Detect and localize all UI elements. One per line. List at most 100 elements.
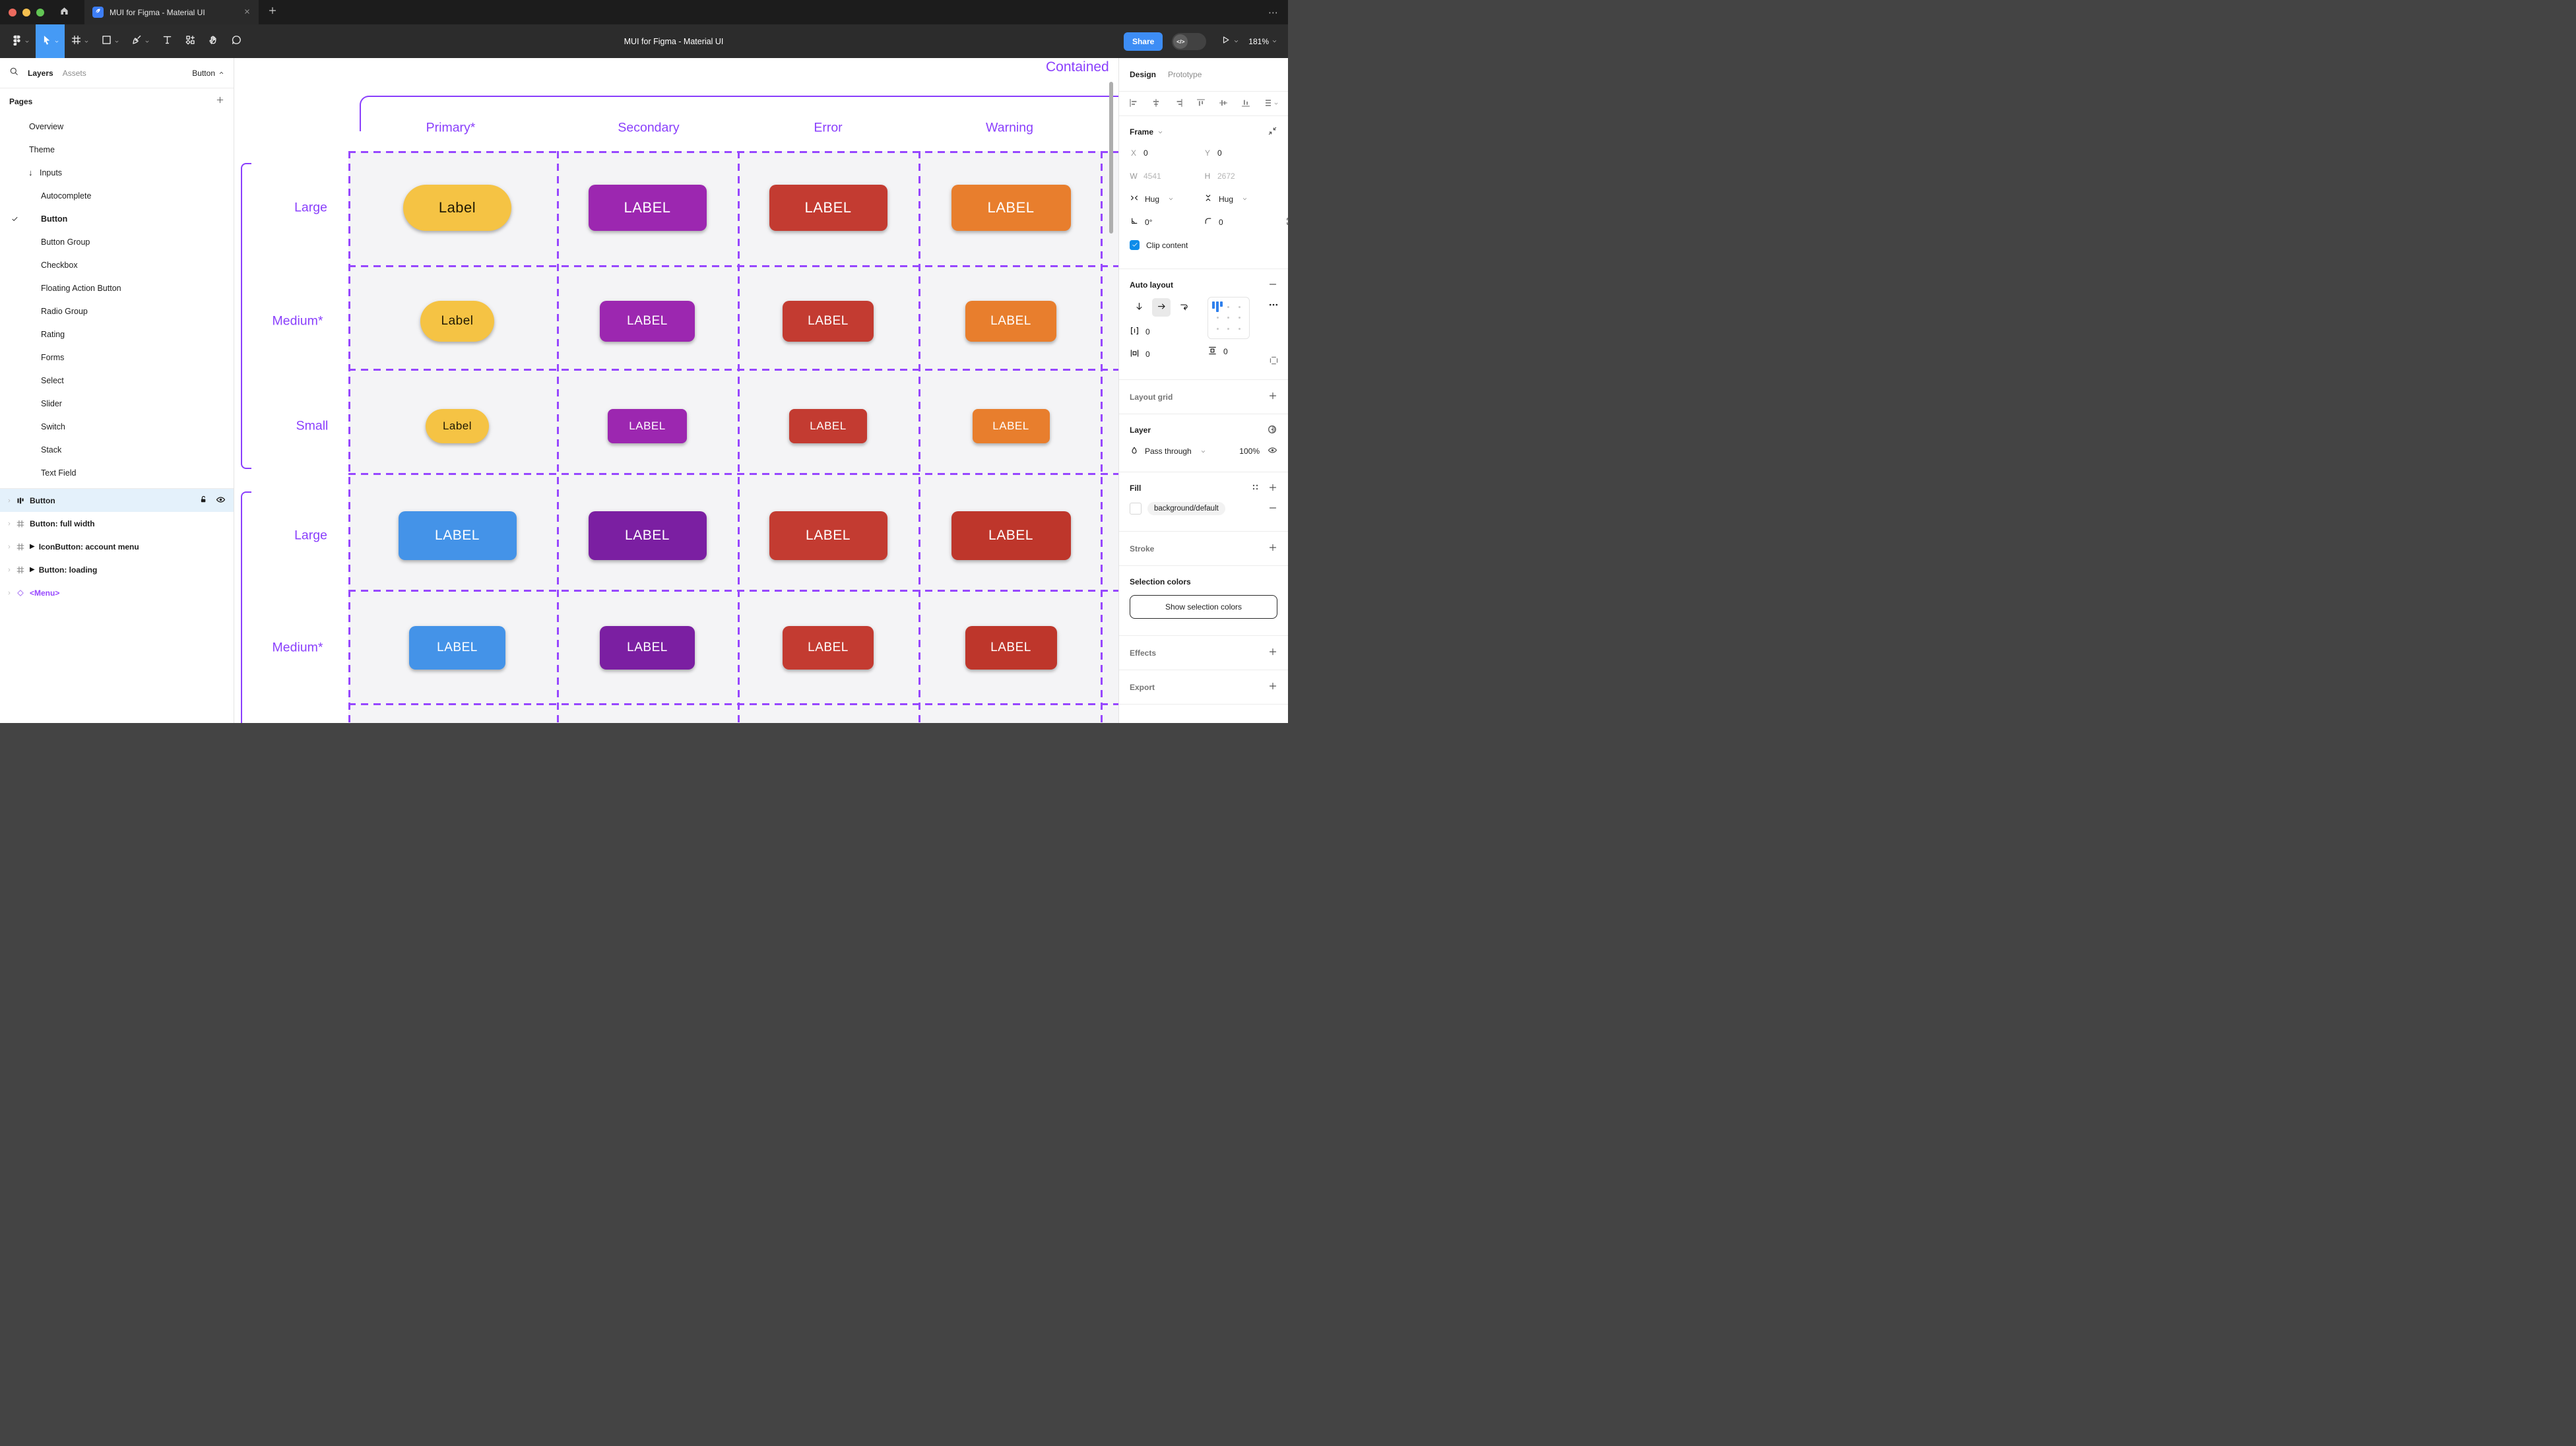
page-item-theme[interactable]: Theme [0,138,234,161]
x-position-field[interactable]: X 0 [1130,148,1148,158]
document-title[interactable]: MUI for Figma - Material UI [624,36,724,46]
dev-mode-toggle[interactable]: </> [1172,32,1207,50]
column-header-warning[interactable]: Warning [986,120,1033,135]
page-selector[interactable]: Button [192,69,224,78]
zoom-window-button[interactable] [36,8,44,16]
layer-item-button[interactable]: Button [0,489,234,512]
page-item-button-group[interactable]: Button Group [0,230,234,253]
row-label-large[interactable]: Large [294,200,327,215]
align-horizontal-center-icon[interactable] [1151,98,1161,110]
independent-corners-icon[interactable] [1285,216,1288,228]
move-tool[interactable] [36,24,65,58]
row-label-large[interactable]: Large [294,528,327,543]
page-item-slider[interactable]: Slider [0,392,234,415]
frame-title[interactable]: Contained [1046,59,1109,75]
zoom-menu[interactable]: 181% [1248,37,1277,46]
column-header-secondary[interactable]: Secondary [618,120,680,135]
fill-variable-chip[interactable]: background/default [1147,502,1225,515]
page-item-radio-group[interactable]: Radio Group [0,299,234,323]
canvas-button-large-primary[interactable]: Label [403,185,511,231]
canvas-button-large-error[interactable]: LABEL [769,511,887,560]
file-tab[interactable]: MUI for Figma - Material UI [84,0,259,24]
visibility-eye-icon[interactable] [216,495,226,507]
canvas-button-large-primary[interactable]: LABEL [398,511,517,560]
distribute-icon[interactable] [1263,98,1279,110]
canvas-button-large-secondary[interactable]: LABEL [588,511,707,560]
layer-item-button-full-width[interactable]: Button: full width [0,512,234,535]
independent-padding-icon[interactable] [1269,356,1279,367]
minimize-window-button[interactable] [22,8,30,16]
present-button[interactable] [1221,35,1239,48]
auto-layout-more-options-icon[interactable] [1268,299,1279,312]
canvas-button-small-error[interactable]: LABEL [789,409,867,443]
expand-layer-chevron-icon[interactable] [5,567,13,573]
page-item-inputs[interactable]: ↓Inputs [0,161,234,184]
canvas-button-medium-warning[interactable]: LABEL [965,626,1057,670]
column-header-error[interactable]: Error [814,120,843,135]
tab-assets[interactable]: Assets [62,68,86,78]
canvas-vertical-scrollbar[interactable] [1109,82,1113,234]
frame-tool[interactable] [65,24,95,58]
new-tab-button[interactable] [268,6,277,18]
height-field[interactable]: H 2672 [1204,171,1235,181]
clip-content-row[interactable]: Clip content [1130,234,1277,257]
search-icon[interactable] [9,67,18,79]
add-export-icon[interactable] [1268,681,1277,693]
rotation-field[interactable]: 0° [1130,216,1204,228]
canvas-button-medium-error[interactable]: LABEL [783,301,874,342]
opacity-value[interactable]: 100% [1239,447,1260,456]
canvas-button-large-error[interactable]: LABEL [769,185,887,231]
layer-visibility-eye-icon[interactable] [1268,445,1277,457]
unlock-icon[interactable] [199,495,208,507]
horizontal-padding-field[interactable]: 0 [1130,348,1198,360]
add-page-button[interactable] [216,96,224,108]
canvas-button-medium-secondary[interactable]: LABEL [600,301,695,342]
page-item-select[interactable]: Select [0,369,234,392]
layout-horizontal-icon[interactable] [1152,298,1171,317]
share-button[interactable]: Share [1123,32,1163,51]
tab-layers[interactable]: Layers [28,68,53,78]
canvas-button-small-primary[interactable]: Label [426,409,489,443]
align-bottom-icon[interactable] [1240,98,1251,110]
main-menu[interactable] [5,24,36,58]
page-item-text-field[interactable]: Text Field [0,461,234,484]
align-top-icon[interactable] [1196,98,1206,110]
collapse-panel-icon[interactable] [1268,126,1277,138]
page-item-checkbox[interactable]: Checkbox [0,253,234,276]
comment-tool[interactable] [225,24,248,58]
canvas-button-small-warning[interactable]: LABEL [972,409,1050,443]
canvas-button-medium-error[interactable]: LABEL [783,626,874,670]
canvas-button-medium-primary[interactable]: Label [420,301,494,342]
gap-field[interactable]: 0 [1130,326,1204,338]
page-item-overview[interactable]: Overview [0,115,234,138]
align-vertical-center-icon[interactable] [1218,98,1229,110]
add-fill-icon[interactable] [1268,483,1277,494]
page-item-switch[interactable]: Switch [0,415,234,438]
clip-content-checkbox[interactable] [1130,240,1140,250]
page-item-rating[interactable]: Rating [0,323,234,346]
close-window-button[interactable] [9,8,16,16]
pen-tool[interactable] [125,24,156,58]
tab-prototype[interactable]: Prototype [1168,70,1202,79]
expand-layer-chevron-icon[interactable] [5,544,13,550]
home-icon[interactable] [59,5,70,20]
page-item-forms[interactable]: Forms [0,346,234,369]
add-effect-icon[interactable] [1268,647,1277,658]
fill-color-swatch[interactable] [1130,503,1142,515]
canvas-button-medium-warning[interactable]: LABEL [965,301,1056,342]
expand-layer-chevron-icon[interactable] [5,498,13,503]
text-tool[interactable] [156,24,179,58]
expand-layer-chevron-icon[interactable] [5,590,13,596]
layer-item-iconbutton-account-menu[interactable]: ▶IconButton: account menu [0,535,234,558]
add-stroke-icon[interactable] [1268,543,1277,554]
y-position-field[interactable]: Y 0 [1204,148,1222,158]
page-item-floating-action-button[interactable]: Floating Action Button [0,276,234,299]
canvas-button-medium-secondary[interactable]: LABEL [600,626,695,670]
canvas-button-large-secondary[interactable]: LABEL [588,185,707,231]
expand-layer-chevron-icon[interactable] [5,521,13,526]
vertical-resizing-select[interactable]: Hug [1204,193,1277,204]
layout-wrap-icon[interactable] [1175,298,1193,317]
corner-radius-field[interactable]: 0 [1204,216,1277,228]
align-left-icon[interactable] [1128,98,1139,110]
canvas-button-medium-primary[interactable]: LABEL [409,626,505,670]
